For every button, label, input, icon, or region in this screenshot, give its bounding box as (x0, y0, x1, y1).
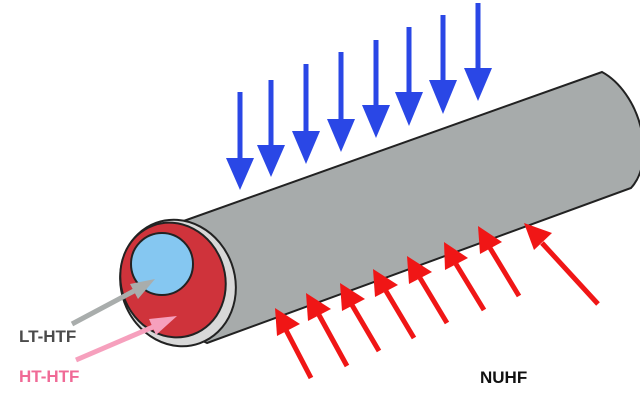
lt-htf-label: LT-HTF (19, 327, 76, 346)
blue-arrow-6 (395, 27, 423, 126)
red-arrows-group (275, 223, 600, 380)
ht-htf-pointer-arrow (75, 316, 177, 363)
ht-htf-label: HT-HTF (19, 367, 79, 386)
red-arrow-4 (373, 269, 417, 340)
blue-arrows-group (226, 3, 492, 190)
red-arrow-5 (407, 256, 450, 325)
red-arrow-2 (306, 293, 350, 368)
nuhf-label: NUHF (480, 368, 527, 387)
blue-arrow-7 (429, 15, 457, 114)
red-arrow-3 (340, 283, 382, 353)
blue-arrow-3 (292, 64, 320, 164)
blue-arrow-5 (362, 40, 390, 138)
lt-htf-inner-tube (130, 232, 194, 296)
red-arrow-6 (444, 242, 487, 312)
blue-arrow-2 (257, 80, 285, 177)
blue-arrow-8 (464, 3, 492, 101)
lt-htf-pointer-arrow (70, 279, 155, 327)
blue-arrow-4 (327, 52, 355, 152)
red-arrow-1 (275, 308, 314, 380)
blue-arrow-1 (226, 92, 254, 190)
red-arrow-8 (524, 223, 600, 306)
red-arrow-7 (478, 226, 522, 298)
